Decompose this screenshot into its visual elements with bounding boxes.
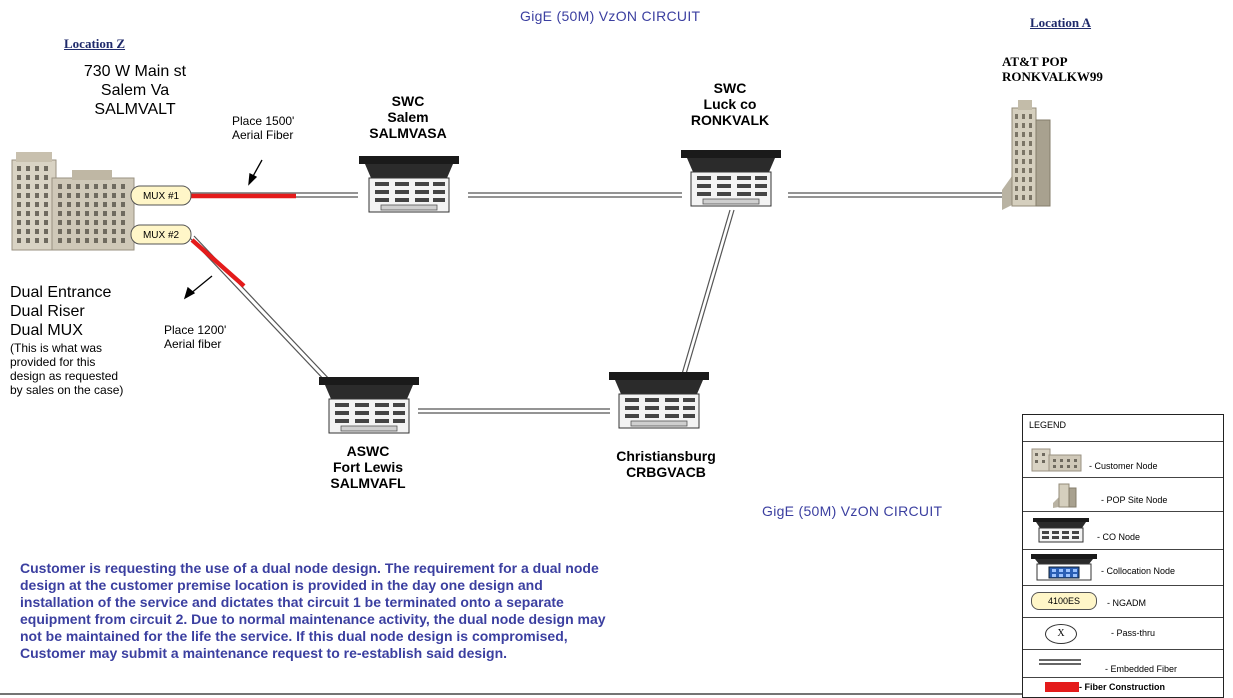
address-line: 730 W Main st — [83, 63, 187, 80]
mux2-label: MUX #2 — [143, 230, 180, 241]
address-line: SALMVALT — [94, 101, 176, 118]
dual-note-line: design as requested — [10, 369, 119, 383]
node-label-line: Luck co — [703, 96, 757, 112]
node-label-line: CRBGVACB — [626, 464, 706, 480]
dual-item: Dual Entrance — [10, 284, 112, 301]
legend-row-embedded: - Embedded Fiber — [1023, 649, 1223, 678]
circuit-label-bottom: GigE (50M) VzON CIRCUIT — [762, 503, 943, 519]
note-line: Place 1200' — [164, 323, 227, 337]
legend-passthru-label: - Pass-thru — [1111, 628, 1156, 638]
node-label-line: ASWC — [346, 443, 390, 459]
dual-note-line: provided for this — [10, 355, 96, 369]
embedded-fiber-icon — [1039, 659, 1081, 665]
dual-item: Dual Riser — [10, 303, 85, 320]
location-z-heading: Location Z — [64, 36, 126, 51]
node-label-line: SALMVAFL — [330, 475, 406, 491]
mux1-badge — [130, 185, 192, 206]
legend-title: LEGEND — [1029, 420, 1067, 430]
node-label-fortlewis: ASWC Fort Lewis SALMVAFL — [318, 443, 418, 491]
legend-row-customer: - Customer Node — [1023, 441, 1223, 478]
mux2-badge — [130, 224, 192, 245]
passthru-icon: X — [1045, 624, 1077, 644]
description-line: installation of the service and dictates… — [20, 594, 564, 610]
description-line: Customer may submit a maintenance reques… — [20, 645, 508, 661]
node-label-line: Salem — [387, 109, 429, 125]
legend-customer-label: - Customer Node — [1089, 461, 1158, 471]
node-label-line: Christiansburg — [616, 448, 716, 464]
design-description: Customer is requesting the use of a dual… — [20, 560, 720, 662]
note-line: Aerial fiber — [164, 337, 222, 351]
legend-colo-label: - Collocation Node — [1101, 566, 1176, 576]
embedded-fiber-links — [189, 192, 1002, 414]
node-label-line: Fort Lewis — [332, 459, 403, 475]
location-a-line: AT&T POP — [1002, 54, 1068, 69]
co-node-salem-icon — [358, 155, 460, 213]
legend-row-passthru: X - Pass-thru — [1023, 617, 1223, 650]
note-line: Aerial Fiber — [232, 128, 294, 142]
fiber-construction-swatch — [1045, 682, 1079, 692]
co-node-fortlewis-icon — [318, 376, 420, 434]
dual-item: Dual MUX — [10, 322, 83, 339]
co-node-legend-icon — [1033, 518, 1089, 543]
location-a-label: AT&T POP RONKVALKW99 — [1002, 54, 1103, 84]
location-z-address: 730 W Main st Salem Va SALMVALT — [70, 62, 200, 119]
description-line: not be maintained for the life the servi… — [20, 628, 568, 644]
legend-row-co: - CO Node — [1023, 511, 1223, 550]
circuit-label-top: GigE (50M) VzON CIRCUIT — [520, 8, 701, 24]
collocation-node-icon — [1031, 554, 1097, 581]
description-line: design at the customer premise location … — [20, 577, 543, 593]
ngadm-badge: 4100ES — [1031, 592, 1097, 610]
note-arrows — [183, 159, 263, 300]
legend-row-pop: - POP Site Node — [1023, 477, 1223, 512]
node-label-line: SWC — [713, 80, 747, 96]
dual-list: Dual Entrance Dual Riser Dual MUX — [10, 283, 111, 340]
pop-tower-icon — [1002, 100, 1051, 210]
co-node-christiansburg-icon — [608, 371, 710, 429]
mux1-label: MUX #1 — [143, 191, 180, 202]
node-label-christiansburg: Christiansburg CRBGVACB — [596, 448, 736, 480]
legend-row-ngadm: 4100ES - NGADM — [1023, 585, 1223, 618]
location-a-line: RONKVALKW99 — [1002, 69, 1103, 84]
description-line: equipment from circuit 2. Due to normal … — [20, 611, 606, 627]
dual-note: (This is what was provided for this desi… — [10, 341, 123, 397]
node-label-line: SALMVASA — [369, 125, 447, 141]
address-line: Salem Va — [100, 82, 170, 99]
legend-embedded-label: - Embedded Fiber — [1105, 664, 1178, 674]
legend-row-colo: - Collocation Node — [1023, 549, 1223, 586]
legend: LEGEND - Customer Node - POP Site Node — [1022, 414, 1224, 698]
customer-building-icon — [11, 151, 135, 251]
legend-pop-label: - POP Site Node — [1101, 495, 1168, 505]
dual-note-line: by sales on the case) — [10, 383, 124, 397]
fiber-construction-segments — [190, 193, 296, 288]
fiber-1500-note: Place 1500' Aerial Fiber — [232, 114, 294, 142]
customer-node-icon — [1031, 448, 1082, 472]
legend-row-construction: - Fiber Construction — [1023, 677, 1223, 696]
description-line: Customer is requesting the use of a dual… — [20, 560, 599, 576]
legend-ngadm-label: - NGADM — [1107, 598, 1146, 608]
location-a-heading: Location A — [1030, 15, 1092, 30]
dual-note-line: (This is what was — [10, 341, 103, 355]
node-label-salem: SWC Salem SALMVASA — [358, 93, 458, 141]
legend-co-label: - CO Node — [1097, 532, 1141, 542]
node-label-line: RONKVALK — [690, 112, 770, 128]
node-label-line: SWC — [391, 93, 425, 109]
node-label-luckco: SWC Luck co RONKVALK — [680, 80, 780, 128]
pop-node-icon — [1053, 483, 1077, 508]
note-line: Place 1500' — [232, 114, 295, 128]
co-node-luckco-icon — [680, 149, 782, 207]
legend-construction-label: - Fiber Construction — [1079, 682, 1165, 692]
fiber-1200-note: Place 1200' Aerial fiber — [164, 323, 226, 351]
